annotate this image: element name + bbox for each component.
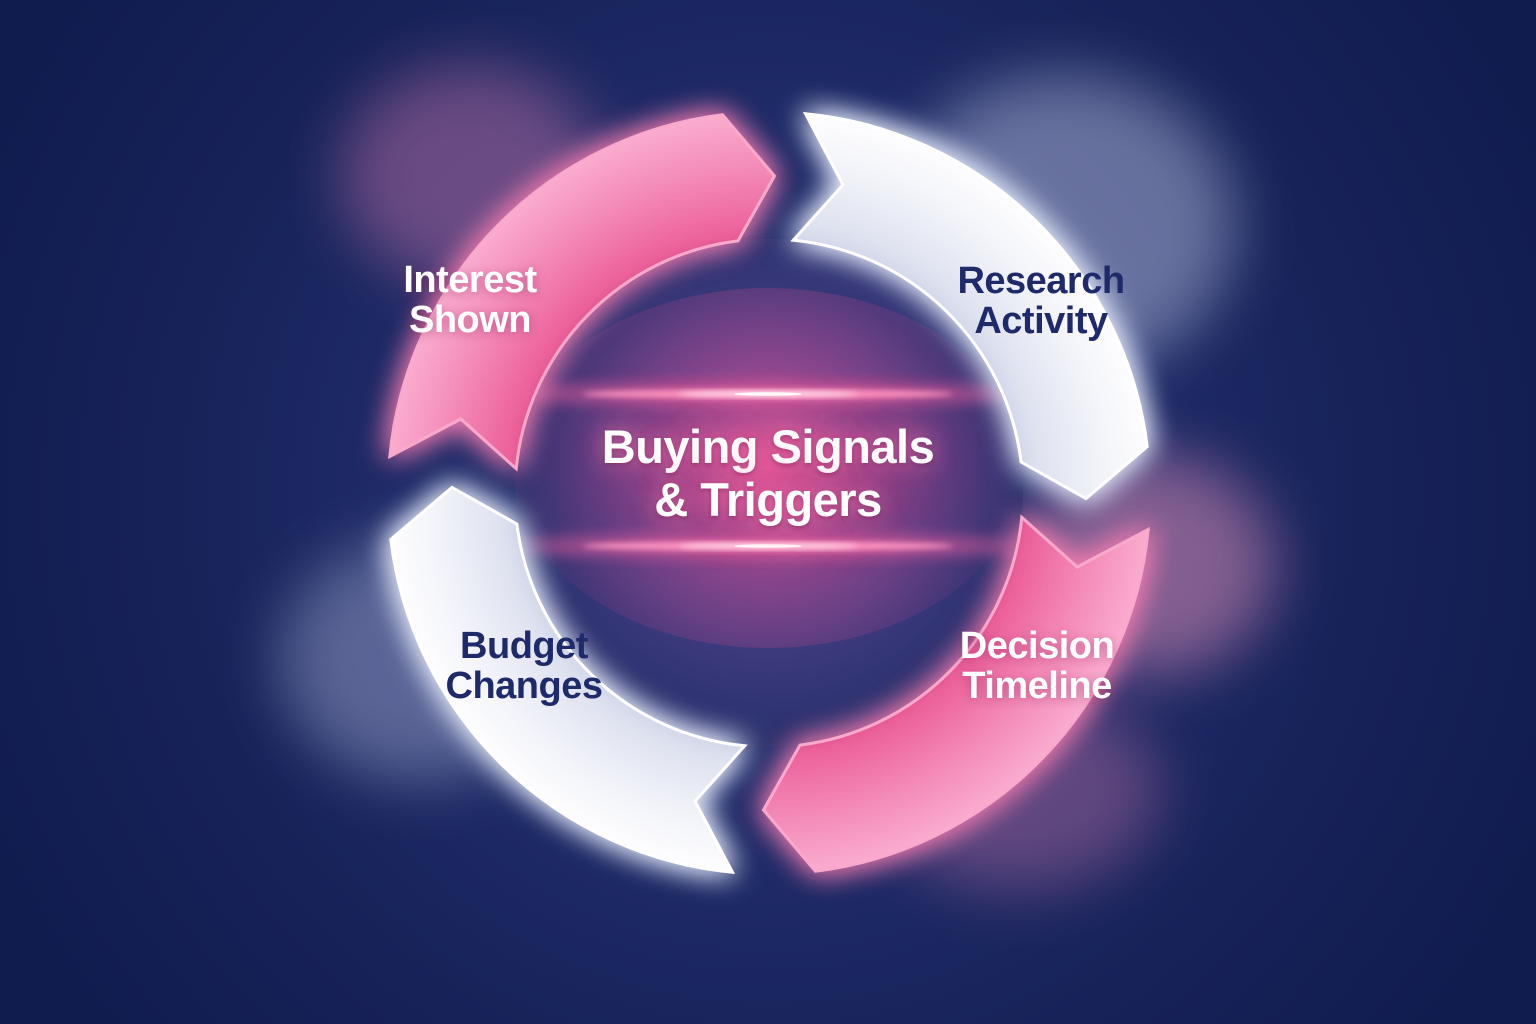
segment-label-line: Decision bbox=[959, 625, 1115, 667]
flare-hotspot bbox=[734, 544, 802, 548]
lens-flare-upper bbox=[517, 384, 1021, 404]
segment-label-interest-shown: Interest Shown bbox=[403, 259, 537, 341]
center-glow bbox=[513, 288, 1023, 648]
segment-arc-decision-timeline bbox=[761, 514, 1150, 873]
segment-label-line: Changes bbox=[445, 665, 603, 707]
diagram-title: Buying Signals & Triggers bbox=[602, 420, 935, 526]
segment-label-budget-changes: Budget Changes bbox=[446, 626, 603, 706]
segment-arc-budget-changes bbox=[389, 485, 748, 874]
lens-flare-lower bbox=[517, 536, 1021, 556]
segment-label-line: Budget bbox=[460, 625, 588, 667]
flare-hotspot bbox=[734, 392, 802, 396]
segment-label-line: Timeline bbox=[962, 665, 1112, 707]
segment-arc-research-activity bbox=[790, 112, 1149, 501]
segment-label-research-activity: Research Activity bbox=[957, 260, 1125, 342]
segment-label-decision-timeline: Decision Timeline bbox=[959, 625, 1115, 707]
cycle-ring bbox=[388, 112, 1150, 874]
segment-label-line: Interest bbox=[403, 259, 537, 301]
segment-label-line: Research bbox=[957, 260, 1125, 302]
diagram-title-line: & Triggers bbox=[654, 473, 882, 526]
lens-flares bbox=[517, 384, 1021, 556]
segment-arc-interest-shown bbox=[388, 113, 777, 472]
segment-label-line: Activity bbox=[974, 300, 1108, 342]
segment-label-line: Shown bbox=[408, 299, 532, 341]
diagram-title-line: Buying Signals bbox=[601, 420, 935, 473]
